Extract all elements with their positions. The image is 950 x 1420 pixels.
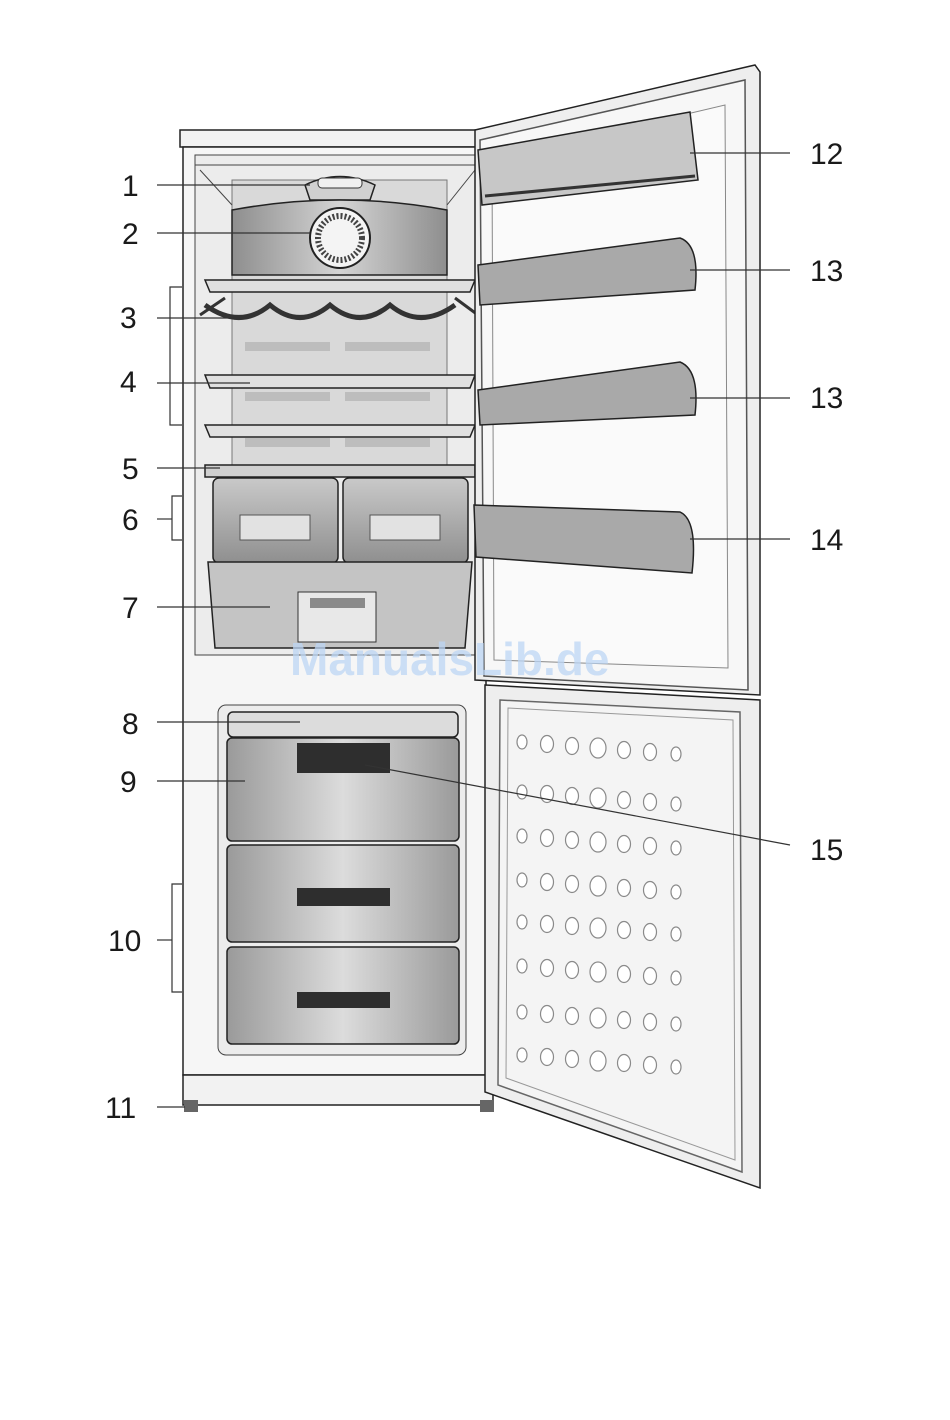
callout-7: 7 — [122, 592, 139, 625]
door-dimple — [671, 885, 681, 899]
door-dimple — [517, 1005, 527, 1019]
door-dimple — [566, 876, 579, 893]
door-dimple — [671, 841, 681, 855]
door-dimple — [566, 788, 579, 805]
door-dimple — [590, 876, 606, 896]
door-dimple — [644, 924, 657, 941]
callout-15: 15 — [810, 834, 843, 867]
door-dimple — [671, 1017, 681, 1031]
door-dimple — [541, 830, 554, 847]
door-dimple — [590, 918, 606, 938]
door-dimple — [618, 1012, 631, 1029]
door-dimple — [590, 1051, 606, 1071]
door-dimple — [618, 922, 631, 939]
door-dimple — [541, 1049, 554, 1066]
callout-13-lower: 13 — [810, 382, 843, 415]
callout-10: 10 — [108, 925, 141, 958]
callout-2: 2 — [122, 218, 139, 251]
door-dimple — [671, 971, 681, 985]
door-dimple — [566, 918, 579, 935]
door-dimple — [566, 738, 579, 755]
door-dimple — [590, 788, 606, 808]
door-dimple — [618, 1055, 631, 1072]
door-dimple — [517, 915, 527, 929]
door-dimple — [590, 832, 606, 852]
door-dimple — [644, 1014, 657, 1031]
door-dimple — [566, 1051, 579, 1068]
door-dimple — [618, 792, 631, 809]
door-dimple — [618, 966, 631, 983]
callout-11: 11 — [105, 1092, 136, 1125]
door-dimple — [541, 1006, 554, 1023]
crisper-cover — [205, 465, 475, 477]
callout-12: 12 — [810, 138, 843, 171]
callout-9: 9 — [120, 766, 137, 799]
door-dimple — [618, 880, 631, 897]
fan-cover — [232, 200, 447, 275]
door-dimple — [671, 927, 681, 941]
callout-13-upper: 13 — [810, 255, 843, 288]
door-dimple — [566, 962, 579, 979]
door-dimple — [566, 832, 579, 849]
door-dimple — [671, 797, 681, 811]
door-dimple — [590, 962, 606, 982]
watermark: ManualsLib.de — [290, 633, 609, 685]
door-dimple — [517, 1048, 527, 1062]
door-dimple — [517, 735, 527, 749]
freezer-top-shelf — [228, 712, 458, 737]
freezer-drawers — [227, 738, 459, 1044]
callout-14: 14 — [810, 524, 843, 557]
door-dimple — [541, 960, 554, 977]
interior-light-thermostat — [305, 177, 375, 201]
callout-6: 6 — [122, 504, 139, 537]
door-dimple — [618, 742, 631, 759]
door-dimple — [517, 873, 527, 887]
callout-5: 5 — [122, 453, 139, 486]
door-dimple — [644, 882, 657, 899]
door-dimple — [671, 747, 681, 761]
door-dimple — [541, 916, 554, 933]
callout-8: 8 — [122, 708, 139, 741]
door-dimple — [590, 738, 606, 758]
door-dimple — [644, 1057, 657, 1074]
door-dimple — [618, 836, 631, 853]
door-dimple — [644, 968, 657, 985]
door-dimple — [644, 744, 657, 761]
door-dimple — [541, 736, 554, 753]
callout-1: 1 — [122, 170, 139, 203]
door-dimple — [541, 874, 554, 891]
door-dimple — [517, 959, 527, 973]
callout-3: 3 — [120, 302, 137, 335]
door-dimple — [566, 1008, 579, 1025]
callout-4: 4 — [120, 366, 137, 399]
door-dimple — [671, 1060, 681, 1074]
door-dimple — [517, 829, 527, 843]
door-dimple — [644, 794, 657, 811]
door-dimple — [644, 838, 657, 855]
door-dimple — [590, 1008, 606, 1028]
door-dimple — [517, 785, 527, 799]
